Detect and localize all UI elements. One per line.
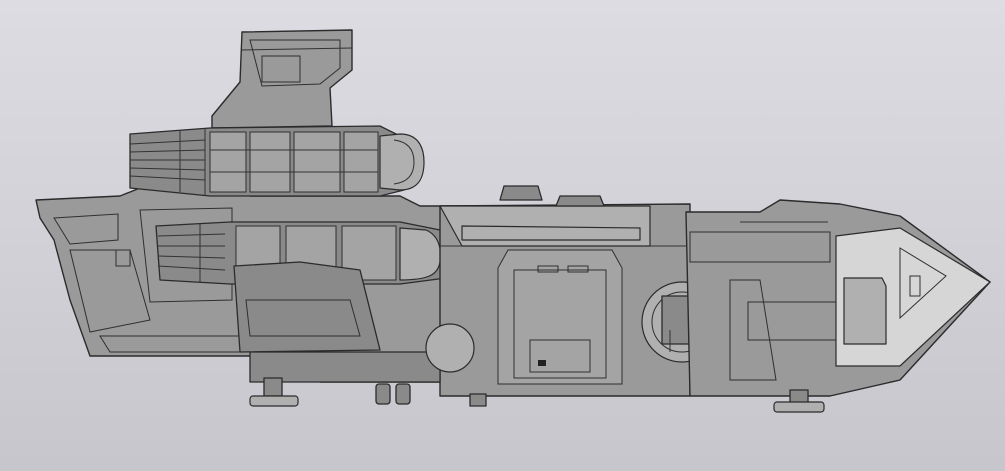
upper-engine-nozzle-ribs [129,128,206,196]
door-indicator [538,360,546,366]
landing-gear-rear [249,377,299,407]
lower-engine-nozzle-ribs [157,224,226,282]
landing-gear-mid [469,393,487,407]
cargo-door [497,249,623,385]
upper-engine-intake [379,133,425,191]
dorsal-cannon [461,225,641,241]
upper-engine-segments [209,131,379,193]
tail-fin [211,29,353,129]
underslung-weapons [249,323,475,405]
port-wing [233,261,381,353]
cockpit-window [843,277,887,345]
landing-gear-front [773,389,825,413]
